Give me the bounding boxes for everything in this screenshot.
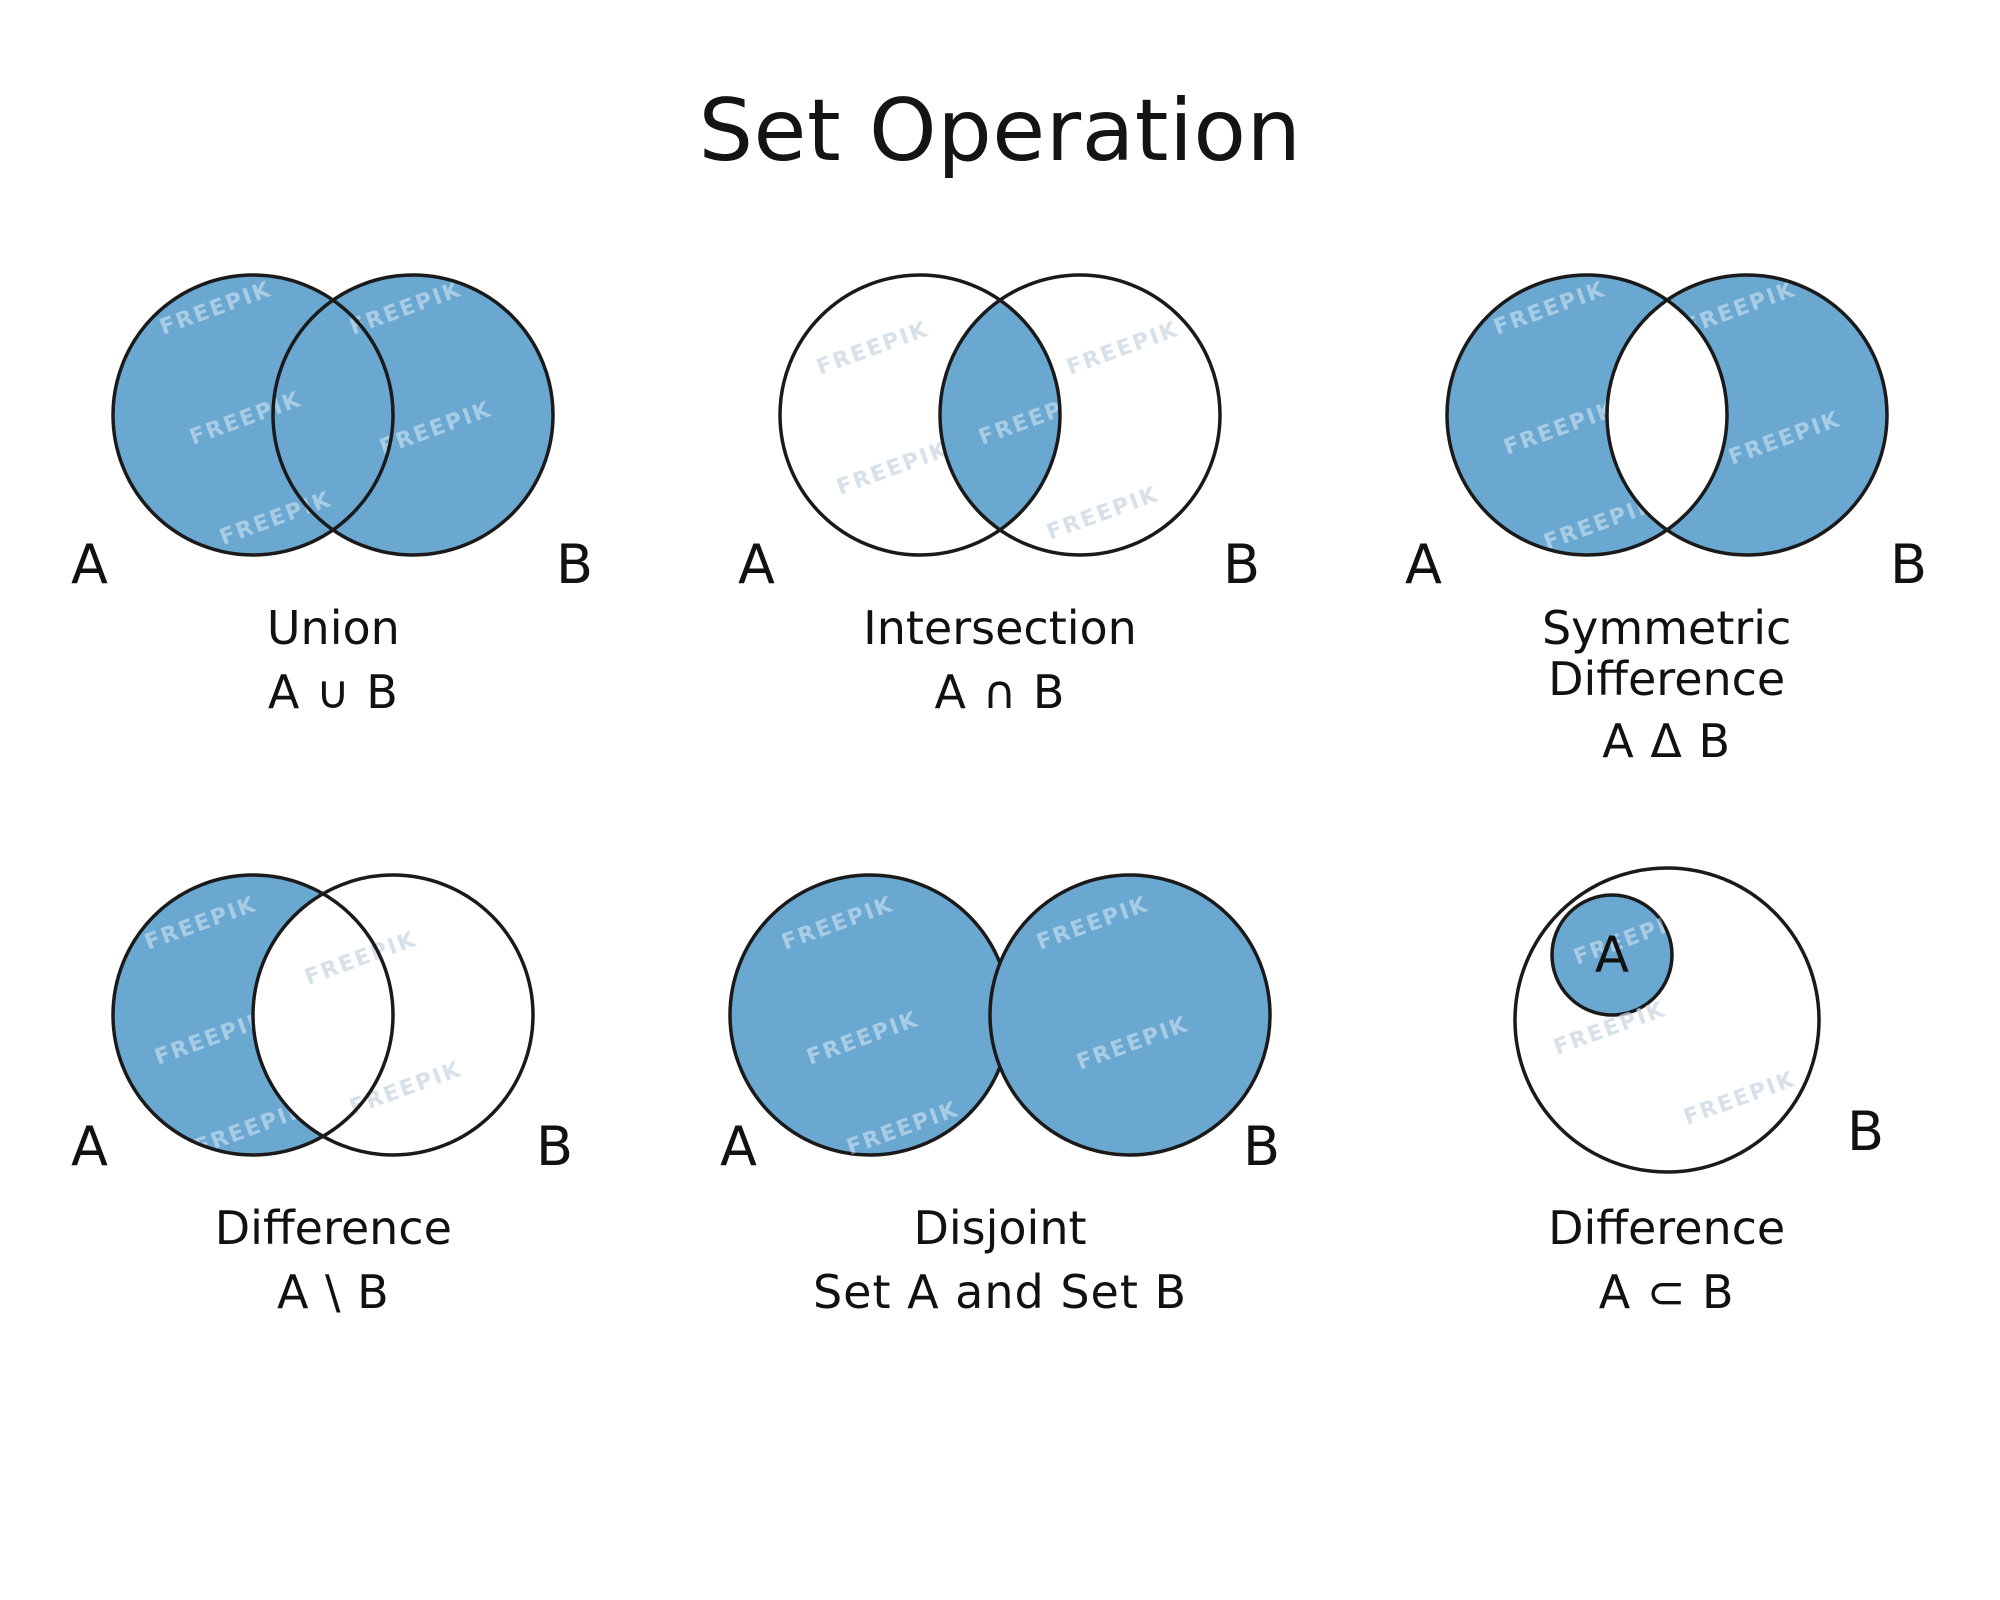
- symmetric-difference-notation: A Δ B: [1602, 714, 1732, 769]
- panel-grid: FREEPIK FREEPIK FREEPIK FREEPIK FREEPIK …: [0, 265, 2000, 1485]
- disjoint-label-b: B: [1243, 1115, 1280, 1178]
- union-diagram: FREEPIK FREEPIK FREEPIK FREEPIK FREEPIK …: [0, 265, 667, 595]
- union-label-b: B: [556, 533, 593, 595]
- difference-caption: Difference: [214, 1201, 452, 1255]
- panel-subset-difference: FREEPIK FREEPIK FREEPIK A B Difference A…: [1333, 865, 2000, 1485]
- panel-intersection: FREEPIK FREEPIK FREEPIK FREEPIK FREEPIK …: [667, 265, 1334, 865]
- union-notation: A ∪ B: [267, 664, 399, 719]
- subset-label-b: B: [1847, 1100, 1884, 1163]
- panel-row-1: FREEPIK FREEPIK FREEPIK FREEPIK FREEPIK …: [0, 265, 2000, 865]
- symdiff-circle-a-outline: [1444, 273, 1729, 557]
- symdiff-label-b: B: [1890, 533, 1927, 595]
- symmetric-difference-caption-line2: Difference: [1548, 651, 1786, 706]
- difference-label-a: A: [71, 1115, 108, 1178]
- difference-label-b: B: [536, 1115, 573, 1178]
- symmetric-difference-caption-line1: Symmetric: [1541, 601, 1792, 655]
- symdiff-label-a: A: [1405, 533, 1442, 595]
- intersection-label-b: B: [1223, 533, 1260, 595]
- symmetric-difference-caption: Symmetric Difference: [1333, 603, 2000, 704]
- difference-circle-b-outline: [251, 873, 536, 1157]
- svg-text:FREEPIK: FREEPIK: [834, 437, 953, 501]
- intersection-caption: Intersection: [863, 601, 1137, 655]
- difference-fill-a-minus-b: [53, 865, 614, 1195]
- disjoint-caption: Disjoint: [913, 1201, 1087, 1255]
- subset-difference-diagram: FREEPIK FREEPIK FREEPIK A B: [1333, 865, 2000, 1195]
- symdiff-circle-b-outline: [1604, 273, 1889, 557]
- union-caption: Union: [266, 601, 400, 655]
- panel-row-2: FREEPIK FREEPIK FREEPIK FREEPIK FREEPIK …: [0, 865, 2000, 1485]
- union-circle-a-outline: [111, 273, 396, 557]
- union-label-a: A: [71, 533, 108, 595]
- disjoint-notation: Set A and Set B: [812, 1264, 1188, 1319]
- subset-difference-caption: Difference: [1548, 1201, 1786, 1255]
- union-circle-b-outline: [271, 273, 556, 557]
- subset-circle-a: [1549, 893, 1674, 1017]
- intersection-circle-b-outline: [938, 273, 1222, 557]
- intersection-label-a: A: [738, 533, 775, 595]
- symmetric-difference-diagram: FREEPIK FREEPIK FREEPIK FREEPIK FREEPIK …: [1333, 265, 2000, 595]
- panel-symmetric-difference: FREEPIK FREEPIK FREEPIK FREEPIK FREEPIK …: [1333, 265, 2000, 865]
- intersection-diagram: FREEPIK FREEPIK FREEPIK FREEPIK FREEPIK …: [667, 265, 1334, 595]
- svg-text:FREEPIK: FREEPIK: [1044, 482, 1163, 546]
- subset-difference-notation: A ⊂ B: [1598, 1264, 1735, 1319]
- disjoint-diagram: FREEPIK FREEPIK FREEPIK FREEPIK FREEPIK …: [667, 865, 1334, 1195]
- difference-diagram: FREEPIK FREEPIK FREEPIK FREEPIK FREEPIK …: [0, 865, 667, 1195]
- svg-text:FREEPIK: FREEPIK: [1064, 317, 1183, 381]
- union-circle-b-fill: [273, 275, 554, 555]
- symdiff-fill-b: [1386, 265, 1947, 595]
- page-title: Set Operation: [698, 81, 1302, 181]
- intersection-circle-a-outline: [778, 273, 1062, 557]
- intersection-notation: A ∩ B: [934, 664, 1066, 719]
- difference-circle-a-outline: [111, 873, 396, 1157]
- disjoint-circle-b: [988, 873, 1272, 1157]
- svg-text:FREEPIK: FREEPIK: [814, 317, 933, 381]
- panel-disjoint: FREEPIK FREEPIK FREEPIK FREEPIK FREEPIK …: [667, 865, 1334, 1485]
- panel-difference: FREEPIK FREEPIK FREEPIK FREEPIK FREEPIK …: [0, 865, 667, 1485]
- intersection-overlap-fill: [940, 275, 1060, 555]
- panel-union: FREEPIK FREEPIK FREEPIK FREEPIK FREEPIK …: [0, 265, 667, 865]
- subset-label-a: A: [1595, 926, 1629, 984]
- difference-notation: A \ B: [276, 1264, 390, 1319]
- disjoint-label-a: A: [720, 1115, 757, 1178]
